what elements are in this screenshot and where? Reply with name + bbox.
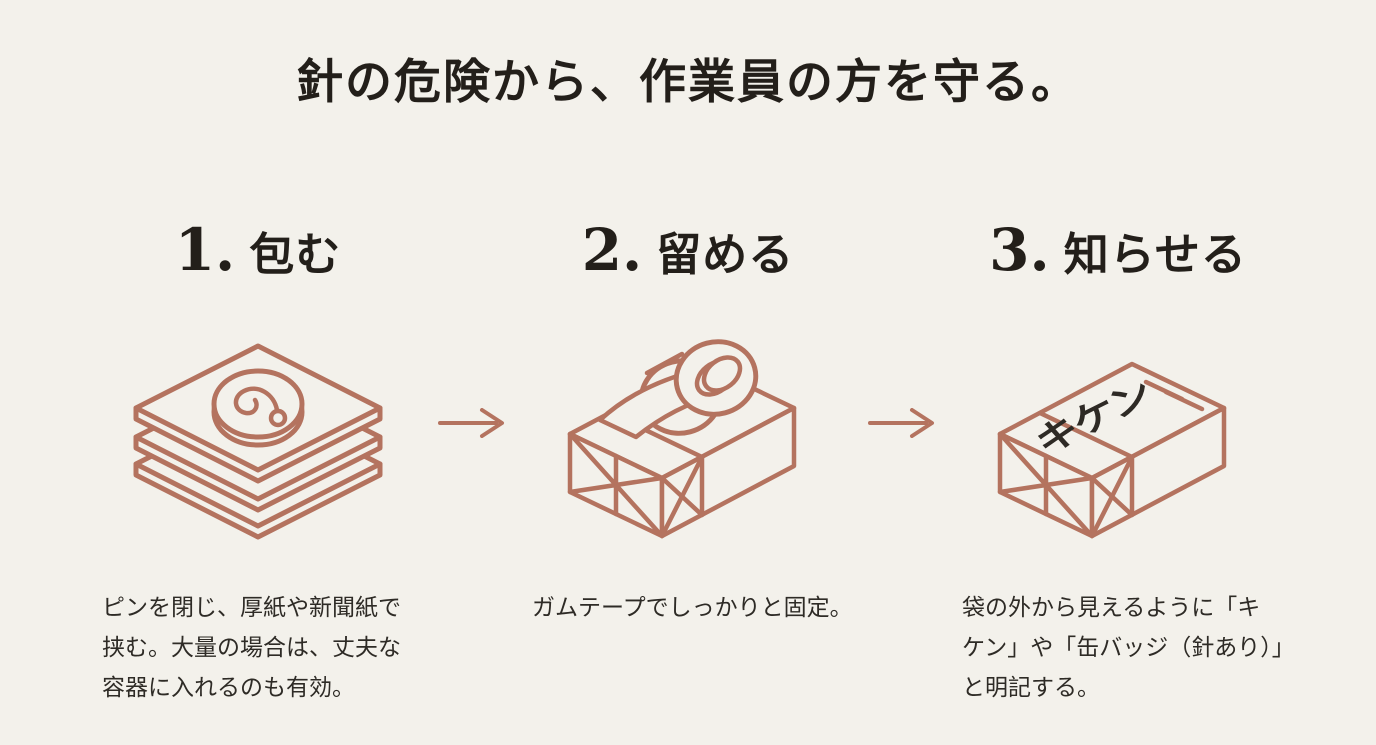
steps-row: 1. 包む xyxy=(0,216,1376,708)
safety-pin-badge-icon xyxy=(211,368,305,448)
right-arrow-icon xyxy=(438,407,504,438)
arrow-cell xyxy=(858,216,948,438)
description-line: ケン」や「缶バッジ（針あり）」 xyxy=(962,634,1295,661)
step-3-notify: 3. 知らせる キケン 袋の外から見えるように「キ ケン」や「缶バッジ（針あり）… xyxy=(948,216,1295,708)
step-description: ガムテープでしっかりと固定。 xyxy=(518,588,853,628)
page-title: 針の危険から、作業員の方を守る。 xyxy=(296,55,1080,110)
step-title: 知らせる xyxy=(1063,227,1247,281)
labeled-package-icon: キケン xyxy=(997,361,1227,539)
step-3-heading: 3. 知らせる xyxy=(989,216,1247,300)
stacked-sheets-with-pin-badge-icon xyxy=(133,343,383,540)
step-1-heading: 1. 包む xyxy=(175,216,342,300)
step-number: 2. xyxy=(581,215,643,284)
step-2-secure: 2. 留める xyxy=(518,216,858,628)
step-description: ピンを閉じ、厚紙や新聞紙で 挟む。大量の場合は、丈夫な 容器に入れるのも有効。 xyxy=(88,588,401,708)
step-description: 袋の外から見えるように「キ ケン」や「缶バッジ（針あり）」 と明記する。 xyxy=(948,588,1295,708)
right-arrow-icon xyxy=(868,407,934,438)
description-line: ピンを閉じ、厚紙や新聞紙で xyxy=(102,594,401,621)
step-title: 包む xyxy=(249,227,342,281)
step-1-wrap: 1. 包む xyxy=(88,216,428,708)
description-line: 袋の外から見えるように「キ xyxy=(962,594,1261,621)
description-line: ガムテープでしっかりと固定。 xyxy=(532,594,853,621)
step-2-heading: 2. 留める xyxy=(582,216,795,300)
step-title: 留める xyxy=(656,227,795,281)
description-line: と明記する。 xyxy=(962,674,1100,701)
step-number: 3. xyxy=(989,215,1050,284)
description-line: 容器に入れるのも有効。 xyxy=(102,674,355,701)
tape-roll-icon xyxy=(597,339,759,440)
taped-package-icon xyxy=(567,339,797,539)
step-number: 1. xyxy=(174,215,236,284)
description-line: 挟む。大量の場合は、丈夫な xyxy=(102,634,401,661)
arrow-cell xyxy=(428,216,518,438)
